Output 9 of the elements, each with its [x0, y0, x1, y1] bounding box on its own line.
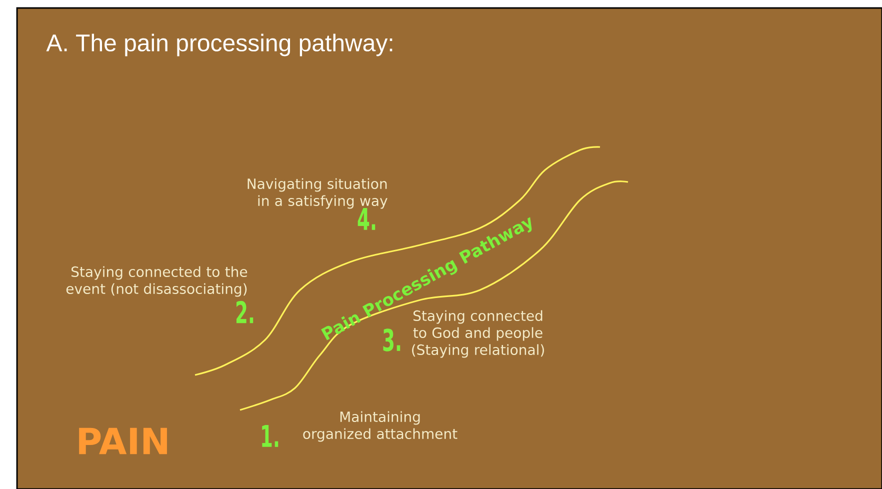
step-text: Staying connected to the event (not disassociating) [66, 266, 248, 297]
step-number: 3. [383, 328, 400, 352]
slide-title: A. The pain processing pathway: [46, 34, 392, 56]
step-text: Maintaining organized attachment [303, 411, 458, 442]
step-number: 1. [262, 425, 278, 447]
step-text: Navigating situation in a satisfying way [248, 178, 388, 209]
step-number: 2. [236, 300, 254, 324]
step-number: 4. [358, 208, 376, 230]
pain-word: PAIN [79, 428, 167, 454]
